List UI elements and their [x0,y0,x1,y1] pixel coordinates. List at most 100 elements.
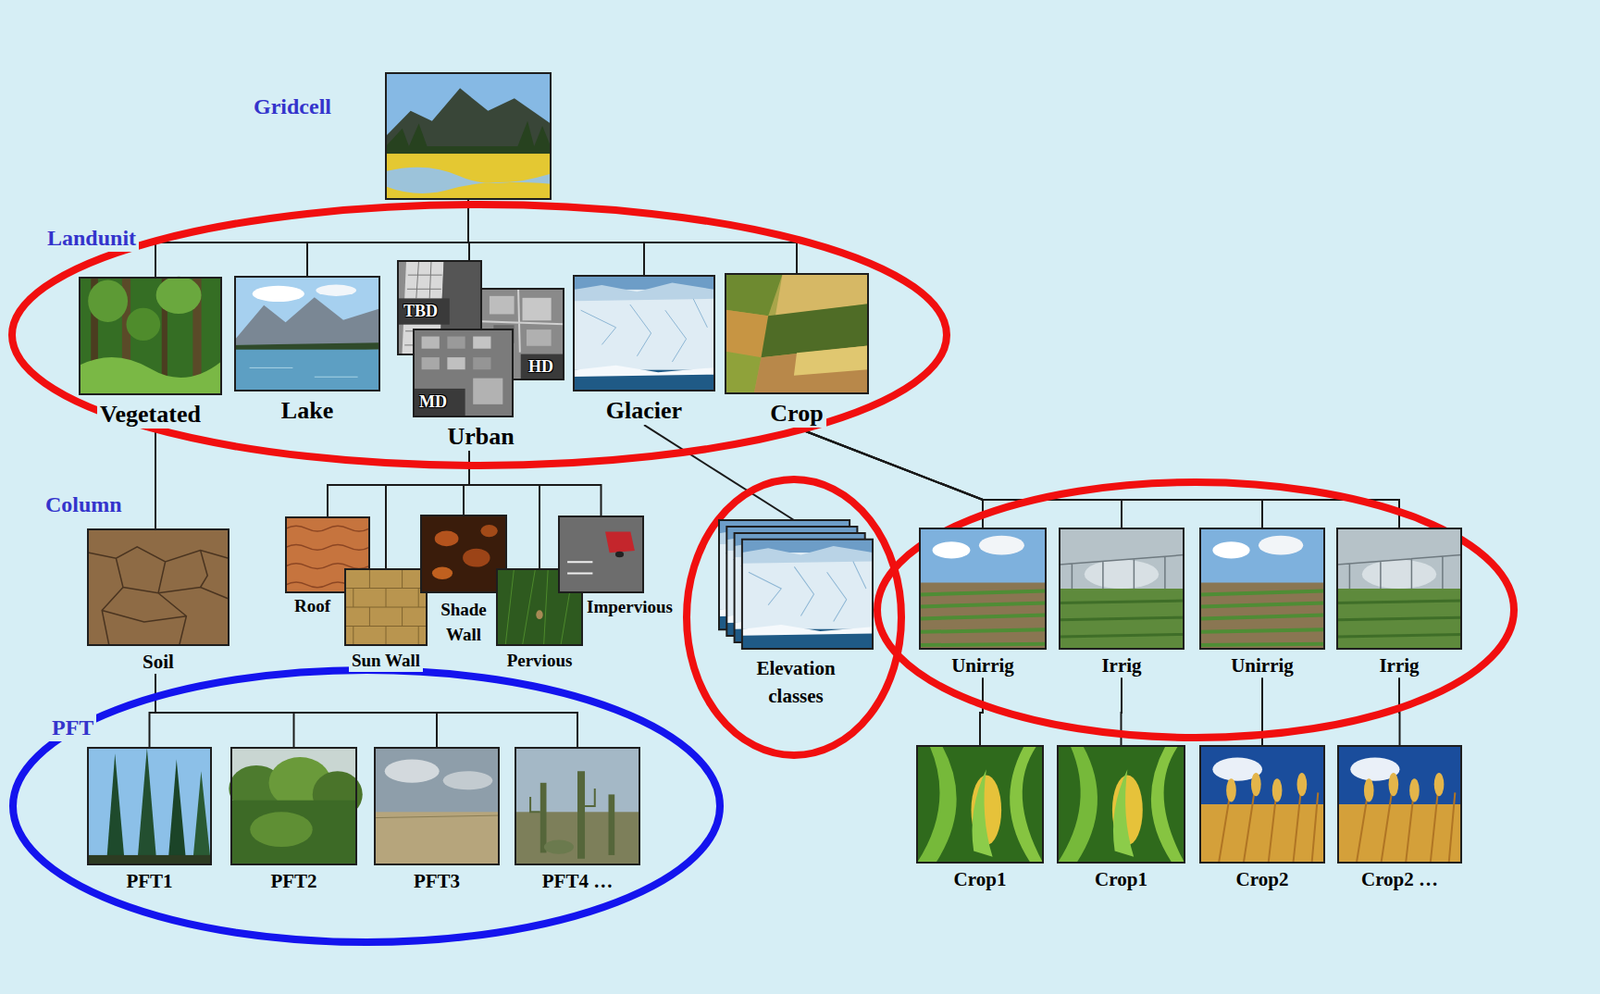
picture-part [1272,778,1283,802]
picture-part [446,357,465,370]
picture-part [1059,555,1184,589]
picture-part [530,788,596,812]
picture-part [742,545,873,564]
tree-connector [796,427,983,529]
picture-part [605,531,635,553]
picture-part [249,811,313,847]
tree-connector [154,428,157,530]
picture-part [489,296,515,315]
node-picture [385,73,551,199]
group-node: UrbanTBDHDMD [397,260,564,451]
picture-node: Crop [725,273,869,428]
picture-frame [558,516,644,593]
picture-part [87,747,211,865]
picture-part [1200,582,1325,650]
picture-part [1297,772,1308,796]
picture-node: Crop1 [1057,745,1185,892]
picture-part [446,336,465,349]
node-caption: PFT4 … [539,869,616,894]
picture-part [125,308,161,341]
node-caption: MD [416,392,450,413]
picture-part [1059,528,1184,649]
picture-frame [421,515,507,593]
node-caption: Irrig [1376,654,1422,678]
picture-part [1337,528,1462,649]
level-label: Column [42,491,125,519]
node-caption: Lake [278,396,336,425]
node-picture [515,747,640,865]
picture-part [235,349,380,391]
picture-part [522,297,552,322]
picture-part [480,524,497,537]
picture-part [315,285,357,297]
picture-part [1113,768,1134,857]
node-caption: Sun Wall [348,650,423,672]
node-picture [917,745,1043,863]
picture-part [919,591,1046,646]
picture-part [443,770,494,790]
picture-part [1258,535,1303,556]
picture-part [87,280,128,323]
picture-node: MD [413,329,513,417]
picture-part [385,73,551,199]
picture-frame [345,569,427,645]
node-picture [345,569,427,645]
node-caption: PFT2 [267,869,320,894]
picture-part [515,747,640,865]
picture-part [1057,745,1185,863]
picture-part [1212,541,1250,559]
picture-node: Glacier [573,275,715,425]
node-caption: Vegetated [97,399,204,429]
node-caption: Soil [139,650,177,674]
picture-part [385,121,551,157]
picture-part [577,770,585,859]
node-caption: Crop1 [1091,868,1151,892]
level-label: PFT [49,714,97,742]
picture-part [374,811,499,865]
picture-part [615,551,624,559]
picture-part [1200,528,1325,649]
node-caption: Roof [291,595,334,618]
picture-part [421,357,440,370]
tree-connector [979,677,983,746]
picture-frame [1200,528,1325,649]
picture-part [754,345,869,394]
picture-part [231,747,357,865]
picture-part [1338,804,1462,863]
picture-part [1226,778,1237,802]
picture-part [1009,745,1043,863]
picture-part [345,569,427,645]
picture-part [252,285,305,302]
picture-node: Crop1 [917,745,1043,892]
picture-node: Unirrig [1200,528,1325,678]
picture-frame [1059,528,1184,649]
picture-part [421,336,440,349]
picture-part [421,515,507,593]
picture-part [932,541,971,559]
picture-part [1059,588,1184,649]
picture-part [374,815,499,819]
picture-frame [235,276,380,391]
picture-part [385,153,551,199]
node-caption: Urban [444,421,517,451]
node-picture [421,515,507,593]
picture-part [106,753,125,865]
picture-part [742,539,873,649]
picture-frame [87,747,211,865]
picture-part [573,275,715,391]
node-picture [87,529,229,645]
picture-part [472,336,491,349]
picture-part [544,840,574,855]
node-caption: Crop [767,398,826,428]
node-picture [1059,528,1184,649]
picture-frame [1200,745,1325,863]
picture-part [573,282,715,301]
picture-frame [385,73,551,199]
picture-part [540,782,547,854]
highlight-ellipse [12,669,720,943]
picture-part [1200,804,1325,863]
picture-part [462,548,490,568]
node-picture [374,747,499,865]
picture-part [87,529,229,645]
